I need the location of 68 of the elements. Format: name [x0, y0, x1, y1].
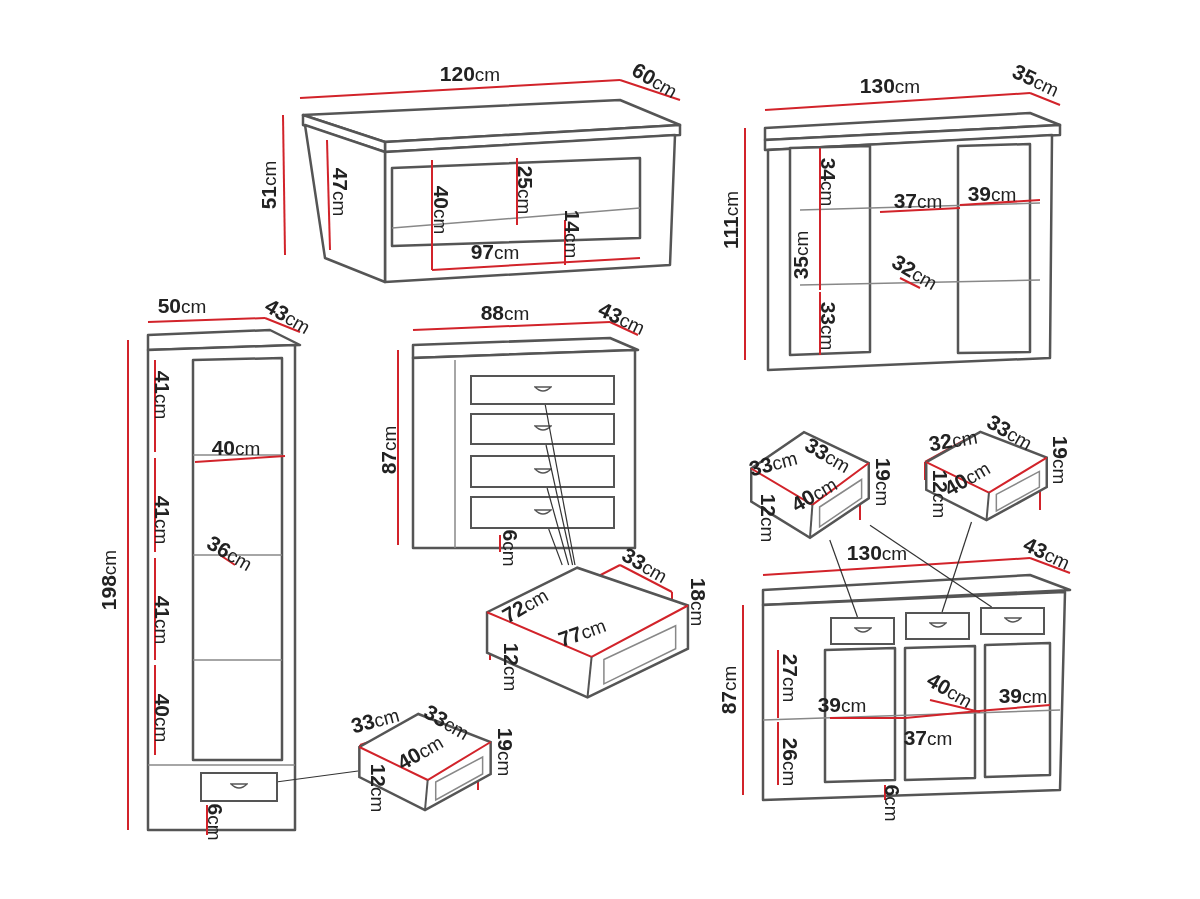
dimension-label: 130cm [859, 74, 921, 96]
dimension-label: 35cm [1009, 60, 1063, 100]
drawer-front [830, 617, 895, 645]
dimension-label: 39cm [967, 182, 1017, 204]
dimension-label: 43cm [261, 294, 315, 338]
drawer-front [470, 413, 615, 445]
dimension-label: 6cm [499, 529, 521, 567]
dimension-label: 47cm [329, 167, 351, 217]
dimension-label: 19cm [1049, 435, 1071, 485]
dimension-label: 130cm [846, 541, 908, 563]
dimension-label: 51cm [257, 160, 279, 210]
dimension-label: 39cm [998, 684, 1048, 706]
dimension-label: 12cm [367, 763, 389, 813]
drawer-front [470, 375, 615, 405]
dimension-label: 40cm [923, 668, 977, 712]
leader-line [869, 524, 993, 608]
dimension-label: 33cm [817, 301, 839, 351]
drawer-front [905, 612, 970, 640]
dimension-label: 37cm [893, 189, 943, 211]
dimension-label: 43cm [595, 298, 649, 338]
dimension-label: 19cm [872, 457, 894, 507]
dimension-label: 32cm [927, 425, 979, 455]
dimension-label: 34cm [817, 157, 839, 207]
dimension-label: 25cm [514, 165, 536, 215]
dimension-label: 120cm [439, 62, 501, 84]
leader-line [548, 528, 563, 566]
dimension-label: 87cm [717, 665, 739, 715]
dimension-label: 97cm [470, 240, 520, 262]
drawer-front [200, 772, 278, 802]
dimension-label: 41cm [151, 370, 173, 420]
dimension-label: 40cm [211, 436, 261, 458]
dimension-label: 77cm [555, 613, 609, 651]
dimension-label: 36cm [203, 531, 257, 575]
leader-line [546, 487, 570, 566]
dimension-label: 6cm [881, 784, 903, 822]
dimension-label: 41cm [151, 495, 173, 545]
dimension-label: 14cm [561, 209, 583, 259]
dimension-label: 88cm [480, 301, 530, 323]
dimension-label: 19cm [494, 727, 516, 777]
dimension-label: 87cm [377, 425, 399, 475]
dimension-label: 35cm [789, 230, 811, 280]
drawer-front [980, 607, 1045, 635]
dimension-label: 50cm [157, 294, 207, 316]
dimension-label: 12cm [757, 493, 779, 543]
leader-line [545, 444, 574, 566]
drawer-front [470, 496, 615, 529]
dimension-label: 41cm [151, 595, 173, 645]
leader-line [941, 521, 973, 613]
dimension-label: 27cm [779, 653, 801, 703]
drawer-front [470, 455, 615, 488]
dimension-label: 43cm [1020, 533, 1074, 573]
dimension-label: 111cm [719, 190, 741, 250]
leader-line [544, 404, 576, 566]
dimension-label: 40cm [151, 693, 173, 743]
open-drawer-drawing [750, 430, 870, 540]
dimension-label: 6cm [204, 803, 226, 841]
dimension-label: 60cm [628, 58, 682, 102]
dimension-label: 40cm [430, 185, 452, 235]
dimension-label: 18cm [687, 577, 709, 627]
dimension-label: 33cm [983, 410, 1037, 454]
dimension-label: 72cm [498, 583, 552, 627]
leader-line [829, 539, 859, 618]
dimension-label: 26cm [779, 737, 801, 787]
dimension-label: 12cm [500, 642, 522, 692]
leader-line [277, 770, 359, 783]
dimension-label: 33cm [618, 543, 672, 587]
dimension-label: 32cm [888, 250, 942, 294]
dimension-label: 198cm [97, 549, 119, 611]
